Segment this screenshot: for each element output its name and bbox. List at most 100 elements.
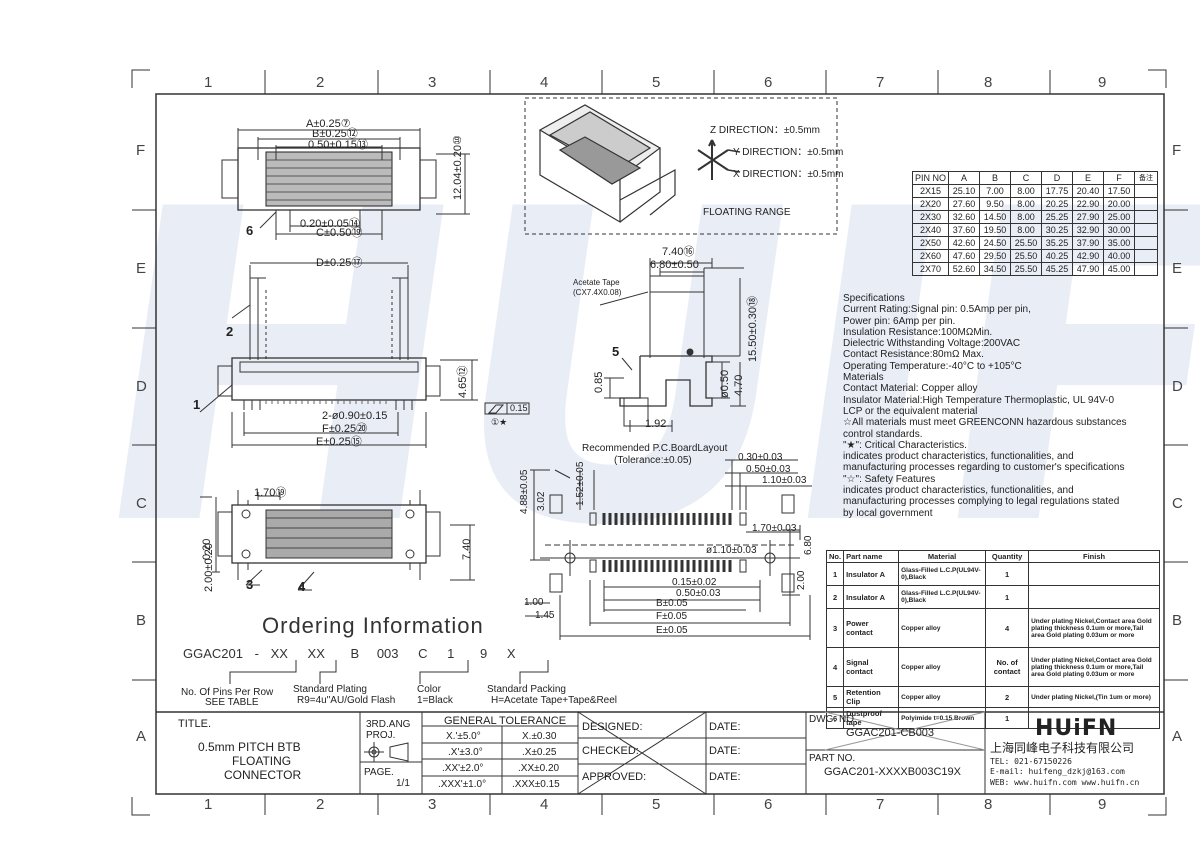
dim-192: 1.92 <box>645 418 667 430</box>
note-pins: No. Of Pins Per Row <box>181 687 274 698</box>
dim-200: 2.00±0.20 <box>203 543 215 592</box>
dimension-cell <box>1134 184 1159 198</box>
part-cell: 2 <box>825 585 845 609</box>
spec-line: Contact Material: Copper alloy <box>843 383 978 395</box>
pcb-tolerance: (Tolerance:±0.05) <box>614 455 692 466</box>
zone-row-a: A <box>136 728 147 745</box>
dim-f: F±0.25⑳ <box>322 423 368 435</box>
spec-line: indicates product characteristics, funct… <box>843 451 1074 463</box>
parts-th-no: No. <box>825 550 845 563</box>
dimension-cell: 2X70 <box>911 262 950 276</box>
part-cell: No. of contact <box>985 647 1030 687</box>
zone-col-9-bottom: 9 <box>1098 796 1107 813</box>
callout-1: 1 <box>193 397 201 412</box>
part-cell: Under plating Nickel,Contact area Gold p… <box>1028 608 1160 648</box>
pcb-dim-110: 1.10±0.03 <box>762 475 807 486</box>
zone-row-b: B <box>136 612 147 629</box>
dimension-cell: 40.00 <box>1103 249 1136 263</box>
part-cell: Polyimide t=0.15 Brown <box>898 707 987 729</box>
designed-label: DESIGNED: <box>582 721 643 733</box>
dim-th-d: D <box>1041 171 1074 185</box>
pcb-dim-050b: 0.50±0.03 <box>676 588 721 599</box>
dimension-cell: 27.90 <box>1072 210 1105 224</box>
part-cell: 1 <box>985 585 1030 609</box>
dimension-cell <box>1134 210 1159 224</box>
pcb-dim-b: B±0.05 <box>656 598 688 609</box>
part-cell: Glass-Filled L.C.P(UL94V-0),Black <box>898 585 987 609</box>
callout-5: 5 <box>612 344 620 359</box>
zone-col-7-bottom: 7 <box>876 796 885 813</box>
designed-date-label: DATE: <box>709 721 741 733</box>
dimension-cell: 45.25 <box>1041 262 1074 276</box>
dim-th-a: A <box>948 171 981 185</box>
spec-line: Power pin: 6Amp per pin. <box>843 315 956 327</box>
page-number: 1/1 <box>396 778 410 789</box>
dim-465: 4.65⑫ <box>457 365 469 398</box>
zone-row-f-right: F <box>1172 142 1182 159</box>
pcb-dim-200: 2.00 <box>796 570 807 590</box>
part-cell: Under plating Nickel,(Tin 1um or more) <box>1028 686 1160 708</box>
dimension-cell: 35.00 <box>1103 236 1136 250</box>
dimension-cell: 40.25 <box>1041 249 1074 263</box>
dimension-cell: 29.50 <box>979 249 1012 263</box>
code-c: C <box>418 646 428 661</box>
part-cell: Power contact <box>843 608 900 648</box>
dim-holes: 2-ø0.90±0.15 <box>322 410 388 422</box>
dimension-cell: 37.60 <box>948 223 981 237</box>
dim-height: 12.04±0.20⑩ <box>452 135 464 200</box>
title-line-2: FLOATING <box>232 754 292 768</box>
callout-6: 6 <box>246 223 254 238</box>
dimension-cell <box>1134 249 1159 263</box>
spec-line: "★": Critical Characteristics. <box>843 439 967 451</box>
dimension-cell: 42.90 <box>1072 249 1105 263</box>
approved-label: APPROVED: <box>582 771 647 783</box>
spec-line: by local government <box>843 507 933 519</box>
company-name: 上海同峰电子科技有限公司 <box>990 741 1135 755</box>
part-cell: Insulator A <box>843 585 900 609</box>
dim-d: D±0.25⑰ <box>316 257 363 269</box>
part-cell <box>1028 585 1160 609</box>
spec-line: LCP or the equivalent material <box>843 405 978 417</box>
dimension-cell: 30.25 <box>1041 223 1074 237</box>
part-cell: 3 <box>825 608 845 648</box>
tol-ang-0: X.'±5.0° <box>446 731 481 742</box>
zone-row-a-right: A <box>1172 728 1183 745</box>
code-9: 9 <box>480 646 488 661</box>
dim-pin-width: 0.20±0.05⑭ <box>300 218 360 230</box>
dimension-cell: 8.00 <box>1010 197 1043 211</box>
zone-col-1-bottom: 1 <box>204 796 213 813</box>
parts-th-finish: Finish <box>1028 550 1160 563</box>
company-web: WEB: www.huifn.com www.huifn.cn <box>990 778 1140 787</box>
part-cell: Copper alloy <box>898 686 987 708</box>
dimension-cell <box>1134 197 1159 211</box>
ordering-title: Ordering Information <box>262 613 484 638</box>
note-pins-sub: SEE TABLE <box>205 697 259 708</box>
tol-ang-3: .XXX'±1.0° <box>438 779 487 790</box>
zone-row-e: E <box>136 260 147 277</box>
proj-line-1: 3RD.ANG <box>366 719 411 730</box>
part-cell: 1 <box>825 562 845 586</box>
dimension-cell: 52.60 <box>948 262 981 276</box>
spec-line: Specifications <box>843 293 905 304</box>
parts-th-qty: Quantity <box>985 550 1030 563</box>
dimension-cell: 45.00 <box>1103 262 1136 276</box>
tol-ang-1: .X'±3.0° <box>448 747 483 758</box>
pcb-dim-302: 3.02 <box>536 491 547 511</box>
tape-size: (CX7.4X0.08) <box>573 288 622 297</box>
tol-lin-0: X.±0.30 <box>522 731 557 742</box>
company-email: E-mail: huifeng_dzkj@163.com <box>990 767 1125 776</box>
dim-170: 1.70⑲ <box>254 487 287 499</box>
part-cell: 1 <box>985 562 1030 586</box>
parts-th-material: Material <box>898 550 987 563</box>
critical-star: ①★ <box>491 417 508 427</box>
pcb-dim-488: 4.88±0.05 <box>519 469 530 514</box>
dimension-cell: 20.00 <box>1103 197 1136 211</box>
